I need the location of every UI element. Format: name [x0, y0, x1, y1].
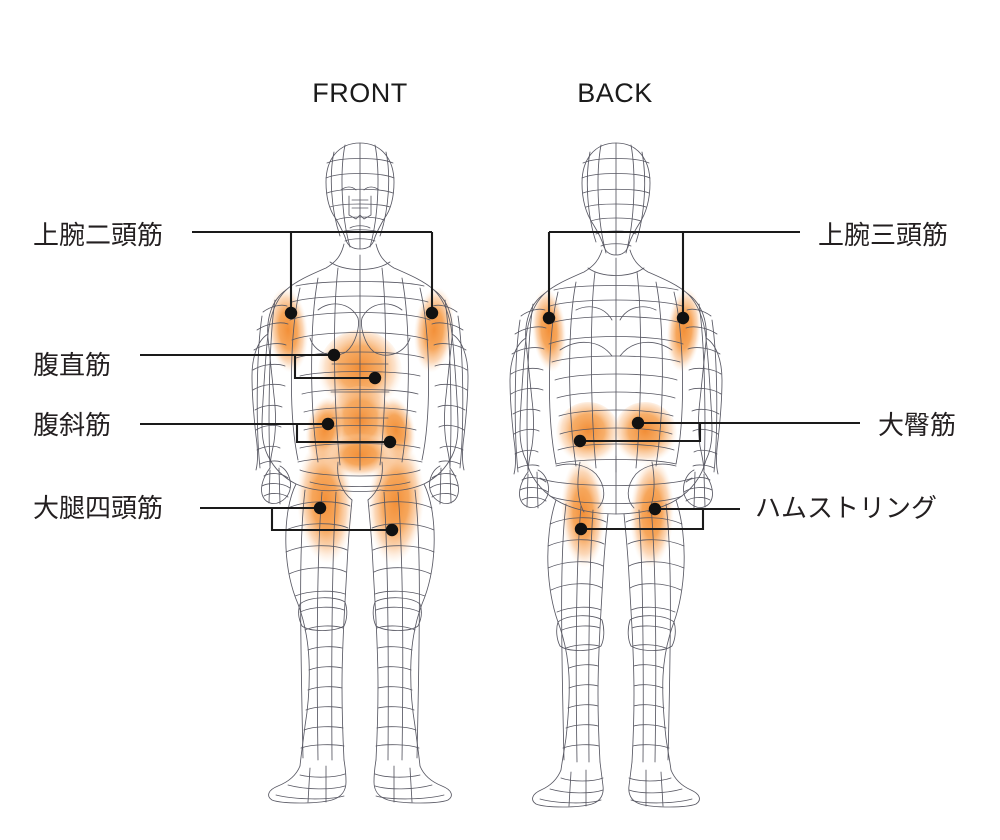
highlight-glute-left [556, 402, 620, 466]
dot-hamstring-right [648, 502, 662, 516]
highlight-triceps-left [531, 288, 567, 372]
view-title-front: FRONT [312, 78, 408, 108]
highlight-triceps-right [666, 288, 702, 372]
dot-biceps-left [284, 306, 298, 320]
highlight-lower-abs [324, 433, 396, 477]
label-glutes: 大臀筋 [878, 410, 957, 440]
leader-obliques-bracket [295, 424, 390, 444]
label-obliques: 腹斜筋 [33, 410, 112, 440]
highlight-rectus-abdominis-lower [326, 386, 394, 462]
dot-triceps-right [676, 311, 690, 325]
dot-oblique-right [383, 435, 397, 449]
highlight-oblique-left [305, 396, 345, 464]
highlight-biceps-right [413, 287, 455, 373]
dot-glute-right [631, 416, 645, 430]
highlight-hamstring-right [629, 458, 675, 568]
leader-hamstrings-bracket [581, 509, 705, 531]
label-triceps: 上腕三頭筋 [818, 220, 949, 250]
muscle-point-dots [284, 306, 690, 537]
highlight-glute-right [613, 402, 677, 466]
dot-quad-right [385, 523, 399, 537]
front-body-wireframe [251, 142, 469, 804]
highlight-oblique-right [376, 396, 416, 464]
highlight-biceps-left [267, 287, 309, 373]
highlight-quad-left [296, 440, 354, 564]
view-title-back: BACK [577, 78, 653, 108]
dot-biceps-right [425, 306, 439, 320]
highlight-hamstring-left [560, 458, 606, 568]
highlight-quad-right [367, 440, 425, 564]
leader-quadriceps-bracket [270, 508, 392, 532]
label-rectus-abdominis: 腹直筋 [33, 350, 112, 380]
back-body-wireframe [509, 142, 723, 808]
leader-rectus-abdominis-bracket [293, 355, 375, 380]
label-hamstrings: ハムストリング [755, 493, 938, 523]
label-quadriceps: 大腿四頭筋 [33, 493, 164, 523]
label-biceps: 上腕二頭筋 [33, 220, 164, 250]
dot-hamstring-left [574, 522, 588, 536]
highlight-rectus-abdominis [318, 330, 402, 414]
dot-triceps-left [542, 311, 556, 325]
leader-glutes-bracket [580, 423, 702, 443]
dot-rectus-abdominis-lower [368, 371, 382, 385]
dot-glute-left [573, 434, 587, 448]
dot-rectus-abdominis-upper [327, 348, 341, 362]
dot-oblique-left [321, 417, 335, 431]
muscle-highlights [267, 287, 702, 568]
dot-quad-left [313, 501, 327, 515]
